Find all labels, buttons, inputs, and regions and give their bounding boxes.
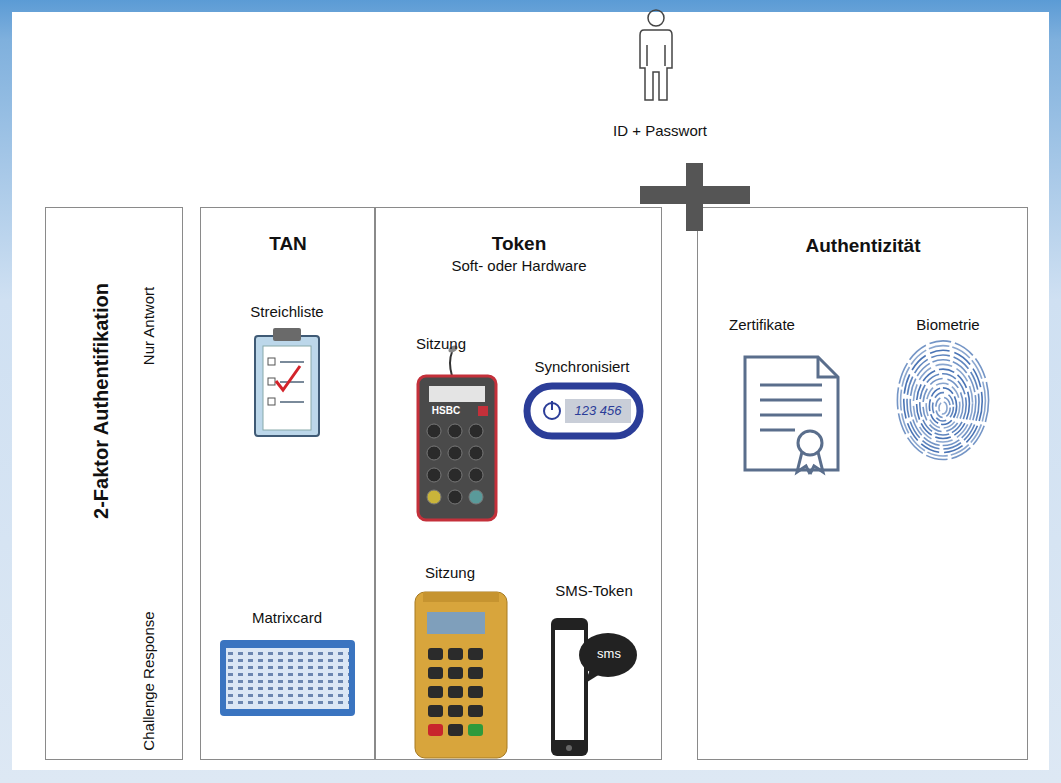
key: [468, 667, 483, 679]
key: [468, 724, 483, 736]
key: [428, 667, 443, 679]
key: [448, 686, 463, 698]
key: [448, 724, 463, 736]
phone-icon: [551, 618, 637, 756]
page-panel: [12, 12, 1049, 770]
device-logo: HSBC: [432, 405, 460, 417]
person-icon: [640, 10, 672, 100]
row-label: Challenge Response: [140, 611, 157, 750]
fingerprint-ridge: [936, 397, 950, 417]
key: [468, 686, 483, 698]
item-label: Sitzung: [416, 335, 466, 352]
key: [448, 648, 463, 660]
box-subheading: Soft- oder Hardware: [451, 257, 586, 274]
key: [428, 648, 443, 660]
fingerprint-icon: [897, 341, 988, 460]
item-label: Streichliste: [250, 303, 323, 320]
method-box: TAN: [200, 207, 375, 760]
fingerprint-ridge: [926, 383, 960, 428]
fingerprint-ridge: [923, 379, 963, 432]
key: [428, 686, 443, 698]
fingerprint-ridge: [913, 364, 972, 442]
fingerprint-ridge: [933, 393, 954, 421]
fingerprint-ridge: [939, 402, 947, 414]
box-heading: Token: [492, 233, 547, 255]
box-heading: Authentizität: [805, 235, 920, 257]
key: [469, 424, 483, 438]
clipboard-icon: [255, 328, 319, 436]
key: [448, 446, 462, 460]
matrix-card: [220, 640, 355, 716]
item-label: Zertifikate: [729, 316, 795, 333]
box-heading: TAN: [269, 233, 307, 255]
fingerprint-ridge: [901, 346, 986, 456]
method-box: Authentizität: [697, 207, 1028, 760]
key: [448, 468, 462, 482]
key: [469, 490, 483, 504]
key: [468, 705, 483, 717]
actor-label: ID + Passwort: [613, 122, 707, 139]
synchronized-token: [527, 386, 640, 436]
plus-horizontal: [640, 186, 750, 204]
fingerprint-ridge: [897, 341, 988, 460]
key: [448, 667, 463, 679]
fingerprint-ridge: [904, 350, 982, 452]
key: [448, 490, 462, 504]
fingerprint-ridge: [917, 369, 970, 438]
plus-vertical: [686, 163, 703, 231]
key: [427, 424, 441, 438]
item-label: Sitzung: [425, 564, 475, 581]
key: [448, 424, 462, 438]
item-label: Synchronisiert: [534, 358, 629, 375]
key: [428, 705, 443, 717]
key: [428, 724, 443, 736]
key: [427, 446, 441, 460]
key: [469, 468, 483, 482]
method-box: TokenSoft- oder Hardware: [375, 207, 662, 760]
box-heading: 2-Faktor Authentifikation: [90, 283, 113, 519]
key: [469, 446, 483, 460]
row-label: Nur Antwort: [140, 287, 157, 365]
category-box: 2-Faktor Authentifikation Nur AntwortChal…: [45, 207, 183, 760]
certificate-icon: [745, 357, 838, 474]
fingerprint-ridge: [910, 360, 976, 446]
bubble-text: sms: [597, 647, 621, 662]
session-token-device: [418, 344, 496, 520]
token-display: 123 456: [575, 404, 622, 419]
fingerprint-ridge: [929, 388, 956, 425]
fingerprint-ridge: [907, 355, 979, 449]
key: [427, 468, 441, 482]
key: [427, 490, 441, 504]
key: [468, 648, 483, 660]
key: [448, 705, 463, 717]
item-label: Matrixcard: [252, 609, 322, 626]
session-reader-device: [415, 592, 507, 758]
item-label: SMS-Token: [555, 582, 633, 599]
item-label: Biometrie: [916, 316, 979, 333]
fingerprint-ridge: [920, 374, 966, 435]
